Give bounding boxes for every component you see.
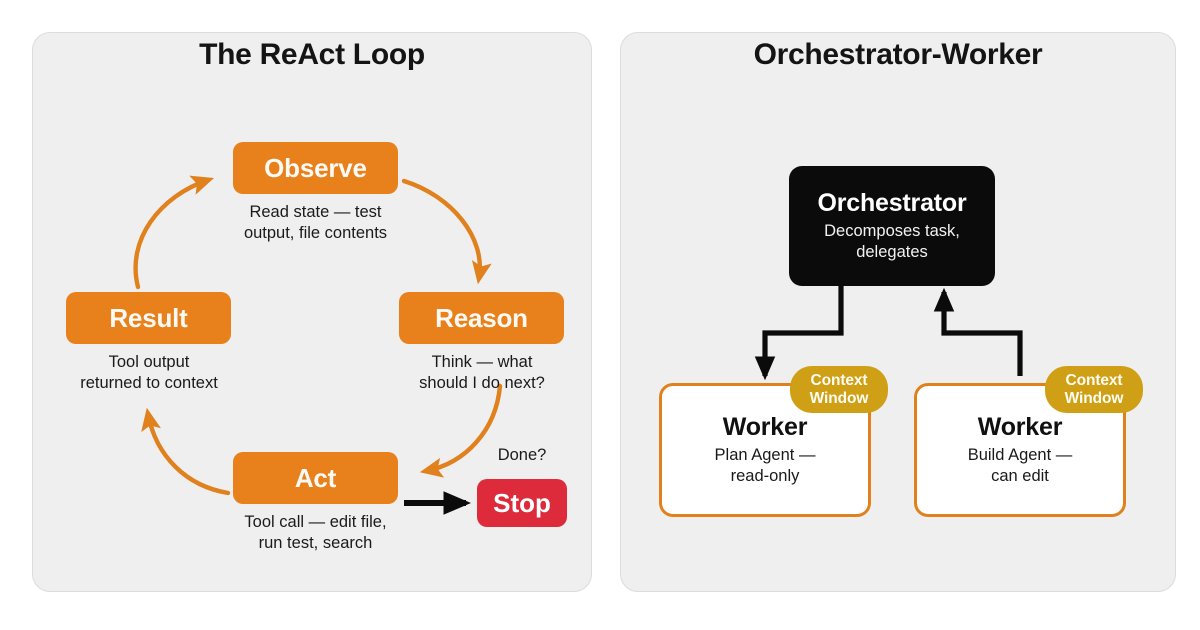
node-reason[interactable]: Reason xyxy=(399,292,564,344)
node-observe-label: Observe xyxy=(264,152,367,183)
node-stop-label: Stop xyxy=(493,487,551,518)
node-worker-plan-caption: Plan Agent — read-only xyxy=(714,446,816,485)
node-orchestrator-caption: Decomposes task, delegates xyxy=(824,222,960,261)
panel-title-react-loop: The ReAct Loop xyxy=(199,38,425,71)
node-orchestrator[interactable]: Orchestrator Decomposes task, delegates xyxy=(789,166,995,286)
node-result-caption: Tool output returned to context xyxy=(80,353,218,393)
node-reason-caption: Think — what should I do next? xyxy=(419,353,545,393)
panel-title-orchestrator-worker: Orchestrator-Worker xyxy=(753,38,1043,71)
node-worker-build-caption: Build Agent — can edit xyxy=(967,446,1073,485)
node-worker-plan-label: Worker xyxy=(722,413,808,442)
node-observe[interactable]: Observe xyxy=(233,142,398,194)
node-worker-build[interactable]: Worker Build Agent — can edit xyxy=(914,383,1126,517)
node-observe-caption: Read state — test output, file contents xyxy=(243,203,388,243)
node-worker-build-label: Worker xyxy=(977,413,1063,442)
node-result-label: Result xyxy=(109,302,188,333)
node-worker-plan[interactable]: Worker Plan Agent — read-only xyxy=(659,383,871,517)
node-act[interactable]: Act xyxy=(233,452,398,504)
node-reason-label: Reason xyxy=(435,302,528,333)
node-orchestrator-label: Orchestrator xyxy=(817,188,967,217)
badge-context-window-build: Context Window xyxy=(1045,366,1143,413)
node-act-label: Act xyxy=(294,462,337,493)
node-stop[interactable]: Stop xyxy=(477,479,567,527)
edge-label-done: Done? xyxy=(497,446,547,464)
node-act-caption: Tool call — edit file, run test, search xyxy=(244,513,387,553)
badge-context-window-plan: Context Window xyxy=(790,366,888,413)
node-result[interactable]: Result xyxy=(66,292,231,344)
